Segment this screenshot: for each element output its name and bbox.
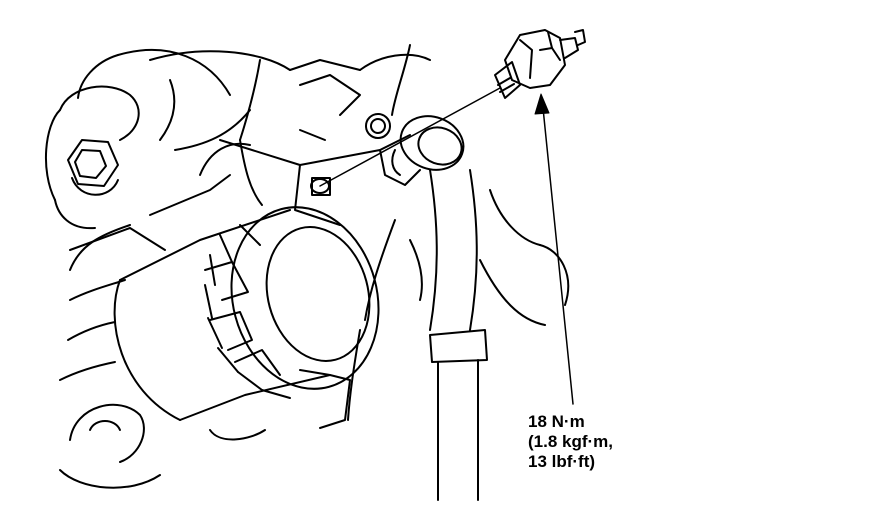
oil-filter [113,206,380,441]
oil-pressure-switch [494,29,586,99]
engine-block [59,44,431,381]
arrowhead [534,93,550,115]
lower-pulley [59,403,161,489]
sensor-flange [379,115,465,186]
torque-callout-leader [542,107,574,405]
pulley-outline [45,49,251,230]
install-guide-line [319,87,501,187]
hex-bolt [67,139,119,196]
coolant-pipe [347,169,570,501]
mounting-bolt [310,113,391,196]
torque-lbfft: 13 lbf·ft) [528,452,596,471]
torque-nm: 18 N·m [528,412,585,431]
torque-kgfm: (1.8 kgf·m, [528,432,614,451]
torque-specification: 18 N·m (1.8 kgf·m, 13 lbf·ft) [528,412,613,472]
